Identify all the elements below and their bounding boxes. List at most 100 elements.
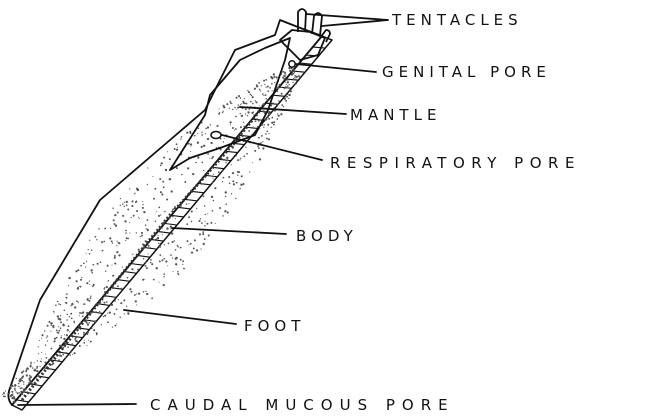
stipple-dot — [90, 341, 91, 342]
stipple-dot — [131, 200, 133, 202]
stipple-dot — [60, 337, 62, 339]
stipple-dot — [115, 263, 116, 264]
stipple-dot — [14, 390, 15, 391]
stipple-dot — [245, 113, 246, 114]
stipple-dot — [173, 271, 174, 272]
stipple-dot — [210, 142, 212, 144]
stipple-dot — [229, 121, 231, 123]
label-caudal-mucous-pore: CAUDAL MUCOUS PORE — [150, 396, 455, 414]
stipple-dot — [164, 211, 166, 213]
stipple-dot — [101, 324, 102, 325]
stipple-dot — [114, 257, 116, 259]
stipple-dot — [200, 248, 201, 249]
stipple-dot — [263, 95, 264, 96]
stipple-dot — [267, 100, 268, 101]
stipple-dot — [66, 297, 68, 299]
stipple-dot — [68, 325, 70, 327]
stipple-dot — [125, 230, 127, 232]
stipple-dot — [77, 287, 79, 289]
stipple-dot — [89, 253, 91, 255]
stipple-dot — [114, 300, 116, 302]
stipple-dot — [285, 74, 286, 75]
stipple-dot — [175, 218, 176, 219]
stipple-dot — [136, 210, 138, 212]
stipple-dot — [223, 141, 224, 142]
stipple-dot — [11, 394, 13, 396]
stipple-dot — [89, 322, 91, 324]
stipple-dot — [203, 196, 205, 198]
stipple-dot — [21, 387, 23, 389]
stipple-dot — [283, 75, 285, 77]
stipple-dot — [243, 126, 245, 128]
stipple-dot — [229, 101, 231, 103]
stipple-dot — [58, 332, 60, 334]
stipple-dot — [190, 143, 192, 145]
stipple-dot — [58, 326, 59, 327]
stipple-dot — [9, 392, 10, 393]
stipple-dot — [51, 324, 53, 326]
stipple-dot — [89, 284, 90, 285]
stipple-dot — [232, 172, 234, 174]
stipple-dot — [129, 222, 130, 223]
stipple-dot — [166, 198, 168, 200]
stipple-dot — [203, 170, 204, 171]
stipple-dot — [242, 135, 244, 137]
stipple-dot — [252, 103, 254, 105]
stipple-dot — [58, 330, 60, 332]
stipple-dot — [160, 165, 162, 167]
stipple-dot — [257, 126, 259, 128]
stipple-dot — [102, 250, 104, 252]
stipple-dot — [268, 113, 270, 115]
stipple-dot — [15, 378, 16, 379]
stipple-dot — [34, 369, 36, 371]
stipple-dot — [146, 228, 147, 229]
stipple-dot — [39, 340, 40, 341]
stipple-dot — [240, 184, 242, 186]
stipple-dot — [25, 388, 27, 390]
stipple-dot — [135, 201, 137, 203]
stipple-dot — [129, 188, 130, 189]
stipple-dot — [151, 263, 153, 265]
stipple-dot — [163, 186, 165, 188]
stipple-dot — [281, 104, 283, 106]
stipple-dot — [122, 267, 123, 268]
stipple-dot — [44, 330, 45, 331]
stipple-dot — [84, 303, 85, 304]
stipple-dot — [83, 334, 84, 335]
stipple-dot — [237, 174, 238, 175]
stipple-dot — [125, 232, 126, 233]
stipple-dot — [143, 291, 145, 293]
stipple-dot — [52, 356, 53, 357]
stipple-dot — [259, 158, 261, 160]
stipple-dot — [201, 183, 203, 185]
stipple-dot — [82, 315, 84, 317]
stipple-dot — [41, 358, 42, 359]
stipple-dot — [177, 245, 178, 246]
stipple-dot — [84, 340, 85, 341]
stipple-dot — [75, 270, 77, 272]
stipple-dot — [68, 285, 69, 286]
stipple-dot — [26, 385, 28, 387]
stipple-dot — [23, 384, 24, 385]
stipple-dot — [209, 158, 210, 159]
stipple-dot — [271, 127, 272, 128]
stipple-dot — [203, 243, 205, 245]
stipple-dot — [244, 103, 246, 105]
stipple-dot — [197, 142, 199, 144]
stipple-dot — [223, 177, 225, 179]
stipple-dot — [53, 311, 54, 312]
stipple-dot — [171, 190, 173, 192]
stipple-dot — [159, 260, 161, 262]
stipple-dot — [198, 128, 200, 130]
stipple-dot — [161, 162, 163, 164]
stipple-dot — [293, 78, 295, 80]
stipple-dot — [11, 388, 12, 389]
stipple-dot — [256, 85, 258, 87]
stipple-dot — [118, 242, 120, 244]
genital-pore-mark — [289, 61, 295, 67]
stipple-dot — [19, 386, 20, 387]
stipple-dot — [29, 379, 31, 381]
stipple-dot — [266, 130, 268, 132]
stipple-dot — [40, 366, 41, 367]
stipple-dot — [285, 81, 286, 82]
